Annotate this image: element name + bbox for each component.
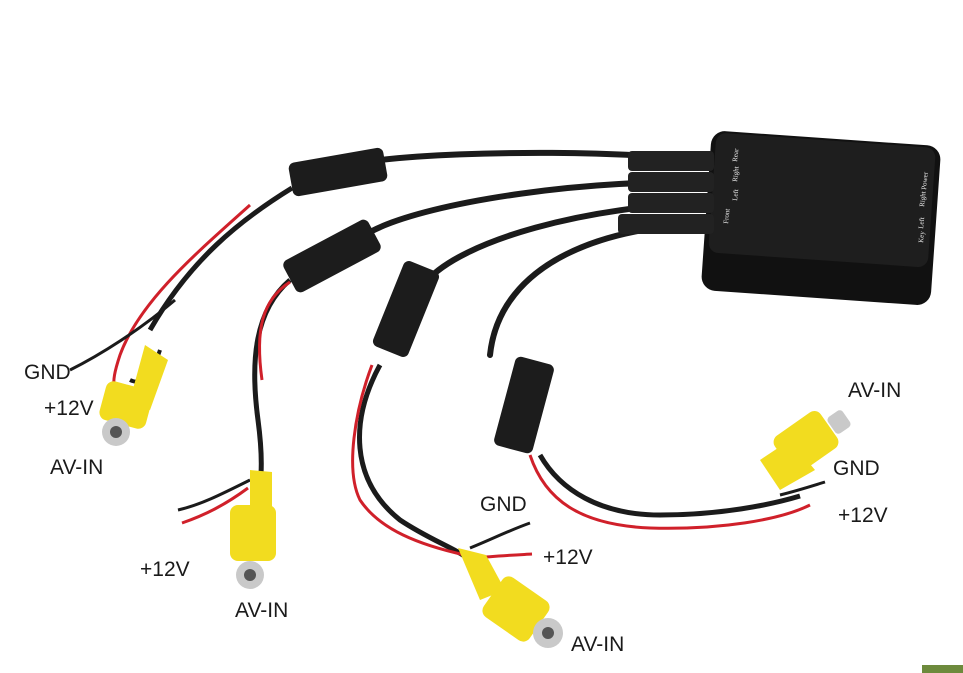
- box-label-rear: Rear: [731, 148, 740, 163]
- connector-1: [69, 147, 388, 446]
- connector-2: [177, 219, 381, 589]
- box-connectors: [618, 151, 714, 234]
- box-label-left: Left: [731, 189, 740, 201]
- rca-plug-3: [458, 548, 563, 648]
- label-avin-3: AV-IN: [571, 633, 625, 656]
- rca-plug-1: [99, 345, 168, 446]
- box-label-power: Power: [920, 171, 930, 190]
- label-avin-4: AV-IN: [848, 379, 902, 402]
- label-12v-3: +12V: [543, 546, 593, 569]
- corner-mark: [922, 665, 963, 673]
- box-label-left2: Left: [917, 217, 926, 229]
- label-gnd-1: GND: [24, 361, 71, 384]
- label-12v-4: +12V: [838, 504, 888, 527]
- label-avin-1: AV-IN: [50, 456, 104, 479]
- connector-3: [351, 261, 563, 648]
- rca-plug-4: [760, 410, 851, 490]
- label-12v-1: +12V: [44, 397, 94, 420]
- rca-plug-2: [230, 470, 276, 589]
- connector-4: [494, 356, 851, 530]
- label-12v-2: +12V: [140, 558, 190, 581]
- box-label-right2: Right: [918, 191, 928, 207]
- label-gnd-3: GND: [480, 493, 527, 516]
- box-label-key: Key: [917, 230, 926, 243]
- label-gnd-4: GND: [833, 457, 880, 480]
- box-label-front: Front: [722, 208, 732, 224]
- label-avin-2: AV-IN: [235, 599, 289, 622]
- box-label-right: Right: [731, 166, 741, 182]
- control-box: [701, 131, 941, 305]
